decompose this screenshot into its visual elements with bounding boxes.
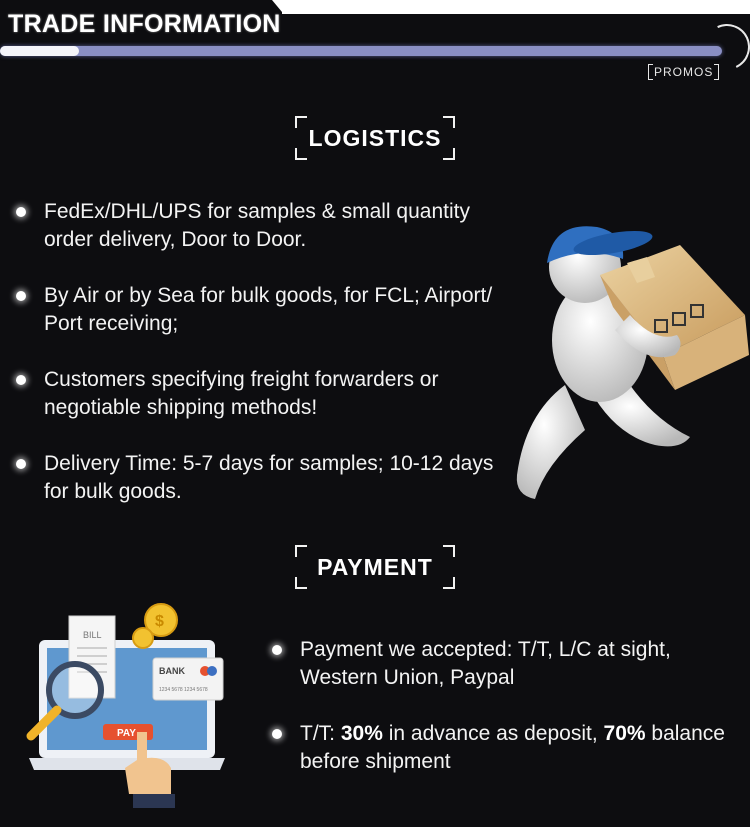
hand-pointer-icon <box>125 732 171 794</box>
logistics-item-text: By Air or by Sea for bulk goods, for FCL… <box>44 284 493 335</box>
coin-icon <box>144 603 178 637</box>
tt-prefix: T/T: <box>300 722 341 745</box>
coin-icon <box>132 627 154 649</box>
list-item: Payment we accepted: T/T, L/C at sight, … <box>272 636 742 692</box>
delivery-man-illustration <box>516 226 749 499</box>
bullet-icon <box>16 291 26 301</box>
bracket-corner <box>443 148 455 160</box>
payment-heading: PAYMENT <box>295 545 455 589</box>
bullet-icon <box>16 375 26 385</box>
card-number: 1234 5678 1234 5678 <box>159 687 208 693</box>
header-progress-fill <box>0 46 80 56</box>
payment-title: PAYMENT <box>317 553 433 580</box>
list-item: By Air or by Sea for bulk goods, for FCL… <box>16 282 516 338</box>
deposit-percent: 30% <box>340 722 383 745</box>
bracket-corner <box>295 116 307 128</box>
bracket-corner <box>295 545 307 557</box>
logistics-item-text: FedEx/DHL/UPS for samples & small quanti… <box>44 200 470 251</box>
list-item: Delivery Time: 5-7 days for samples; 10-… <box>16 450 516 506</box>
payment-list: Payment we accepted: T/T, L/C at sight, … <box>272 636 742 804</box>
coin-symbol: $ <box>155 613 164 630</box>
promos-link[interactable]: PROMOS <box>648 64 720 80</box>
bullet-icon <box>16 207 26 217</box>
header-progress-bar <box>0 46 722 56</box>
bracket-corner <box>443 116 455 128</box>
logistics-item-text: Customers specifying freight forwarders … <box>44 368 439 419</box>
bank-card-icon <box>152 657 224 701</box>
bullet-icon <box>16 459 26 469</box>
bank-label: BANK <box>159 666 185 676</box>
tt-suffix: balance before shipment <box>300 722 725 773</box>
magnifier-icon <box>46 661 104 719</box>
logistics-list: FedEx/DHL/UPS for samples & small quanti… <box>16 198 516 534</box>
header-tab: TRADE INFORMATION <box>0 0 282 44</box>
bracket-corner <box>443 545 455 557</box>
bracket-corner <box>295 577 307 589</box>
tt-middle: in advance as deposit, <box>382 722 604 745</box>
pay-label: PAY <box>117 728 136 739</box>
payment-item-text: Payment we accepted: T/T, L/C at sight, … <box>300 638 671 689</box>
page-title: TRADE INFORMATION <box>8 10 281 38</box>
logistics-title: LOGISTICS <box>308 124 442 151</box>
list-item: FedEx/DHL/UPS for samples & small quanti… <box>16 198 516 254</box>
logistics-heading: LOGISTICS <box>295 116 455 160</box>
list-item: Customers specifying freight forwarders … <box>16 366 516 422</box>
bracket-corner <box>295 148 307 160</box>
list-item: T/T: 30% in advance as deposit, 70% bala… <box>272 720 742 776</box>
bill-label: BILL <box>83 630 102 640</box>
bullet-icon <box>272 729 282 739</box>
payment-item-text: T/T: 30% in advance as deposit, 70% bala… <box>300 722 725 773</box>
online-payment-illustration: BILL $ BANK 1234 5678 1234 5678 PAY <box>26 603 225 808</box>
bullet-icon <box>272 645 282 655</box>
bracket-corner <box>443 577 455 589</box>
logistics-item-text: Delivery Time: 5-7 days for samples; 10-… <box>44 452 494 503</box>
balance-percent: 70% <box>603 722 646 745</box>
